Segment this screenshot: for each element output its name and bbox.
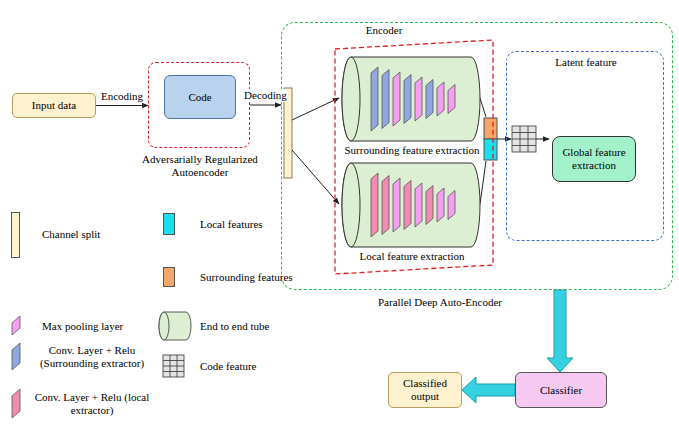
legend-text: Local features (200, 218, 310, 231)
branch-line (292, 150, 339, 204)
latent-region: Latent featureGlobal feature extraction (506, 51, 664, 241)
conv-local-symbol (12, 389, 20, 418)
pdae-region: Parallel Deep Auto-EncoderEncoderSurroun… (281, 22, 673, 290)
max-pool-symbol (12, 316, 20, 335)
legend-swatch (163, 267, 175, 287)
code-box: Code (164, 75, 236, 119)
input-box: Input data (12, 93, 96, 118)
node-text: Local feature extraction (331, 250, 493, 263)
local-tube: Local feature extraction (341, 163, 483, 265)
node-text: Input data (32, 99, 76, 112)
feature-arrow (536, 139, 549, 140)
block-arrow (547, 290, 573, 372)
block-arrow (462, 377, 515, 403)
legend-swatch (163, 213, 175, 235)
legend-text: End to end tube (200, 320, 310, 333)
legend-text: Code feature (200, 360, 310, 373)
legend-text: Conv. Layer + Relu (Surrounding extracto… (30, 344, 154, 370)
branch-line (292, 98, 339, 120)
legend-swatch (11, 212, 20, 258)
node-text: Encoder (352, 24, 416, 37)
node-text: Adversarially Regularized Autoencoder (135, 153, 265, 179)
tube-shape (341, 57, 483, 141)
code-feature-grid (512, 126, 536, 152)
merge-line (480, 161, 486, 204)
edge-label: Decoding (243, 89, 288, 102)
code-feature-symbol (163, 355, 184, 377)
legend-text: Channel split (42, 228, 142, 241)
edge-label: Encoding (100, 90, 144, 103)
local-feature-block (484, 139, 497, 160)
encoder-region: EncoderSurrounding feature extractionLoc… (334, 39, 494, 275)
feature-arrow (497, 139, 511, 140)
tube-symbol (159, 312, 191, 340)
output-box: Classified output (388, 372, 462, 408)
node-text: Classifier (540, 384, 582, 397)
arae-region: Adversarially Regularized AutoencoderCod… (148, 62, 250, 148)
node-text: Code (188, 91, 211, 104)
node-text: Global feature extraction (557, 146, 631, 172)
arrow-connector (250, 105, 281, 106)
global-feature-box: Global feature extraction (552, 136, 636, 182)
node-text: Latent feature (507, 56, 665, 69)
surrounding-feature-block (484, 118, 497, 139)
legend-text: Surrounding features (200, 271, 310, 284)
legend-text: Max pooling layer (42, 320, 152, 333)
merge-line (480, 98, 486, 117)
classifier-box: Classifier (515, 372, 607, 408)
conv-surrounding-symbol (12, 343, 20, 370)
node-text: Classified output (393, 377, 457, 403)
surrounding-tube: Surrounding feature extraction (341, 57, 483, 157)
node-text: Parallel Deep Auto-Encoder (370, 296, 510, 309)
node-text: Surrounding feature extraction (331, 144, 493, 157)
tube-shape (341, 163, 483, 247)
legend-text: Conv. Layer + Relu (local extractor) (30, 391, 154, 417)
arrow-connector (96, 105, 148, 106)
